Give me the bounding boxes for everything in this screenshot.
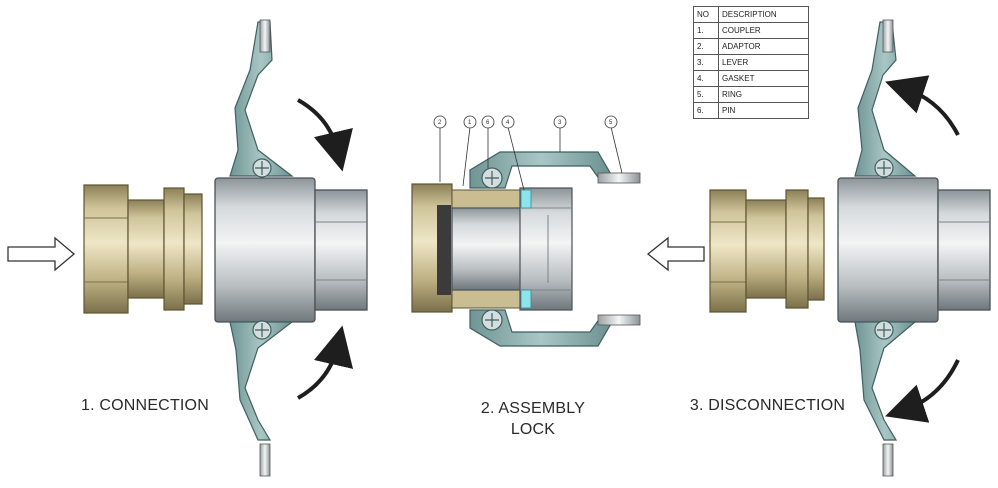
gasket-part <box>520 189 532 209</box>
parts-legend-table: NO DESCRIPTION 1.COUPLER 2.ADAPTOR 3.LEV… <box>693 6 809 119</box>
curved-arrow-icon <box>885 359 960 423</box>
stage-2-assembly-lock: 2 1 6 4 3 5 <box>411 115 641 347</box>
curved-arrow-icon <box>297 98 353 172</box>
legend-desc: RING <box>718 86 809 103</box>
callout-label: 1 <box>468 120 472 126</box>
callout-label: 2 <box>438 120 442 126</box>
stage-2-label-line1: 2. ASSEMBLY <box>480 400 586 417</box>
legend-desc: LEVER <box>718 54 809 71</box>
adaptor-part <box>83 184 203 314</box>
callouts: 2 1 6 4 3 5 <box>433 115 623 191</box>
stage-3-disconnection <box>646 19 991 477</box>
legend-no: 4. <box>693 70 719 87</box>
curved-arrow-icon <box>297 325 354 400</box>
legend-row: 6.PIN <box>693 102 809 119</box>
legend-row: 2.ADAPTOR <box>693 38 809 55</box>
legend-desc: GASKET <box>718 70 809 87</box>
legend-header-description: DESCRIPTION <box>718 6 809 23</box>
callout-label: 6 <box>486 120 490 126</box>
stage-2-label-line2: LOCK <box>510 421 556 438</box>
stage-1-label: 1. CONNECTION <box>81 397 209 414</box>
stage-1-connection <box>7 19 368 477</box>
legend-no: 1. <box>693 22 719 39</box>
legend-header-row: NO DESCRIPTION <box>693 6 809 23</box>
stage-3-label: 3. DISCONNECTION <box>689 397 846 414</box>
stage-2-label: 2. ASSEMBLY LOCK <box>458 398 608 440</box>
legend-no: 2. <box>693 38 719 55</box>
push-arrow-right-icon <box>7 236 76 272</box>
legend-row: 1.COUPLER <box>693 22 809 39</box>
legend-no: 6. <box>693 102 719 119</box>
callout-label: 4 <box>506 120 510 126</box>
coupler-part <box>214 177 368 323</box>
cam-lever <box>229 19 294 477</box>
gasket-part <box>520 289 532 309</box>
legend-desc: PIN <box>718 102 809 119</box>
legend-no: 3. <box>693 54 719 71</box>
legend-row: 4.GASKET <box>693 70 809 87</box>
legend-row: 5.RING <box>693 86 809 103</box>
pull-arrow-left-icon <box>646 236 705 272</box>
callout-label: 5 <box>609 120 613 126</box>
legend-desc: ADAPTOR <box>718 38 809 55</box>
legend-row: 3.LEVER <box>693 54 809 71</box>
callout-label: 3 <box>558 120 562 126</box>
curved-arrow-icon <box>885 75 960 136</box>
legend-no: 5. <box>693 86 719 103</box>
legend-desc: COUPLER <box>718 22 809 39</box>
legend-header-no: NO <box>693 6 719 23</box>
